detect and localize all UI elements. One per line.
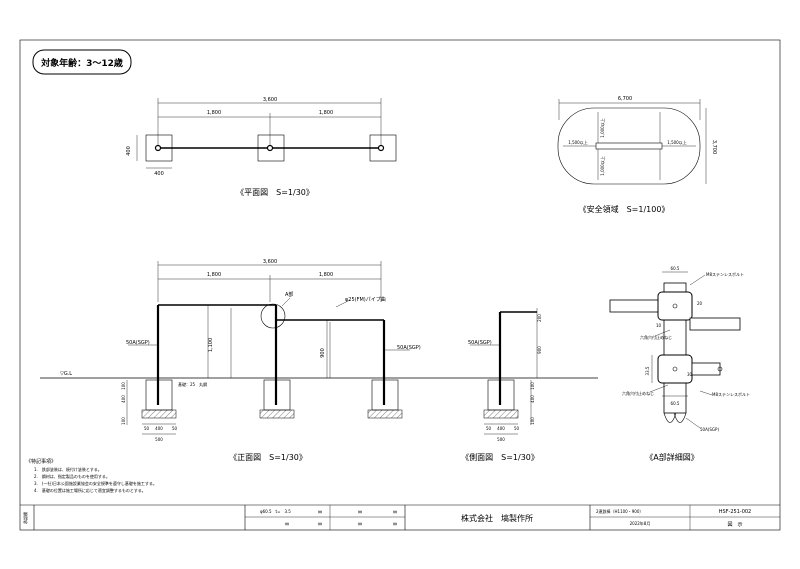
side-dim-500: 500: [497, 437, 505, 442]
side-caption: 《側面図 S=1/30》: [461, 452, 539, 462]
notes-item: 3. (一社)日本公園施設業協会の安全規準を遵守し基礎を施工する。: [34, 480, 157, 486]
side-view: 200 900 50A(SGP) 100 400 100 50 400 50 5…: [461, 308, 542, 462]
plan-dim-base-w: 400: [154, 171, 164, 177]
titleblock-mid2: ㎜: [358, 521, 362, 526]
side-dim-50b: 50: [514, 426, 520, 431]
plan-dim-right: 1,800: [319, 110, 333, 116]
age-badge-text: 対象年齢：3〜12歳: [40, 57, 123, 69]
notes: 《特記事項》 1. 鉄部塗装は、焼付け塗装とする。 2. 鋼材は、指定製品のもの…: [26, 458, 157, 493]
sheet-border: [19, 39, 781, 531]
safety-dim-height: 3,700: [711, 140, 717, 154]
titleblock-sheet: 図 示: [727, 522, 742, 528]
front-dim-50b: 50: [172, 426, 178, 431]
front-post-left-label: 50A(SGP): [126, 340, 150, 346]
front-gl-label: ▽G.L: [60, 371, 72, 377]
titleblock-product: 2連鉄棒（H1100・900）: [596, 508, 643, 514]
side-dim-400: 400: [530, 395, 535, 403]
detail-dim-60_5: 60.5: [671, 401, 680, 406]
notes-item: 1. 鉄部塗装は、焼付け塗装とする。: [34, 466, 102, 472]
front-dim-total: 3,600: [263, 259, 277, 265]
front-caption: 《正面図 S=1/30》: [229, 453, 307, 462]
notes-item: 4. 基礎の位置は施工場所に応じて適宜調整するものとする。: [34, 487, 146, 493]
front-dim-left: 1,800: [207, 272, 221, 278]
front-detail-mark: A部: [285, 291, 293, 298]
safety-clear-left: 1,500以上: [568, 139, 587, 145]
detail-dim-top: 60.5: [671, 266, 680, 271]
safety-caption: 《安全領域 S=1/100》: [579, 204, 670, 214]
front-dim-400: 400: [121, 395, 126, 403]
detail-bolt1-label: M8ステンレスボルト: [706, 271, 744, 277]
front-dim-100b: 100: [121, 417, 126, 425]
front-dim-right: 1,800: [319, 272, 333, 278]
side-dim-100: 100: [530, 382, 535, 390]
front-dim-500: 500: [155, 437, 163, 442]
safety-clear-top: 1,000以上: [599, 118, 605, 137]
titleblock-spec4: ㎜: [393, 509, 397, 514]
titleblock-spec2: ㎜: [285, 521, 289, 526]
titleblock-code: HSF-251-002: [719, 509, 752, 515]
safety-area: 6,700 3,700 1,500以上 1,500以上 1,000以上 1,00…: [557, 96, 717, 214]
plan-dim-total: 3,600: [263, 97, 277, 103]
detail-dim-10: 10: [656, 323, 662, 328]
titleblock-spec3: ㎜: [318, 521, 322, 526]
notes-title: 《特記事項》: [26, 458, 56, 465]
titleblock-company: 株式会社 塙製作所: [461, 513, 533, 523]
front-view: 3,600 1,800 1,800 A部 φ25(FM)パイプ曲 1,100 9…: [40, 259, 598, 462]
notes-item: 2. 鋼材は、指定製品のものを使用する。: [34, 473, 110, 479]
detail-hex2-label: 六角穴付止めねじ: [622, 390, 654, 396]
front-dim-100: 100: [121, 382, 126, 390]
front-dim-h-left: 1,100: [208, 338, 214, 352]
side-dim-top: 200: [537, 314, 542, 322]
titleblock-date: 2022年8月: [630, 520, 651, 526]
titleblock-mid1: ㎜: [358, 509, 362, 514]
detail-dim-30: 30: [687, 372, 693, 377]
titleblock-side-label: 承認欄: [22, 512, 28, 524]
age-badge: 対象年齢：3〜12歳: [32, 49, 132, 75]
title-block: 承認欄 φ60.5 t= 3.5 ㎜ ㎜ ㎜ ㎜ ㎜ ㎜ ㎜ 株式会社 塙製作所…: [20, 504, 780, 530]
safety-clear-bottom: 1,000以上: [599, 156, 605, 175]
titleblock-spec1: φ60.5 t= 3.5: [260, 509, 291, 514]
detail-pipe-label: 50A(SGP): [700, 427, 719, 432]
front-dim-400w: 400: [155, 426, 163, 431]
detail-a: 60.5 M8ステンレスボルト M8ステンレスボルト 六角穴付止めねじ 六角穴付…: [609, 266, 750, 462]
detail-dim-20: 20: [697, 301, 703, 306]
front-dim-50a: 50: [144, 426, 150, 431]
titleblock-spec5: ㎜: [393, 521, 397, 526]
titleblock-unit1: ㎜: [318, 509, 322, 514]
plan-dim-base-h: 400: [126, 146, 132, 156]
plan-view: 3,600 1,800 1,800 400 400 《平面図 S=1/30》: [126, 97, 397, 197]
safety-clear-right: 1,500以上: [667, 139, 686, 145]
detail-hex1-label: 六角穴付止めねじ: [640, 334, 672, 340]
detail-bolt2-label: M8ステンレスボルト: [712, 391, 750, 397]
safety-dim-width: 6,700: [618, 96, 632, 102]
side-dim-mid: 900: [537, 346, 542, 354]
plan-caption: 《平面図 S=1/30》: [236, 188, 314, 197]
plan-dim-left: 1,800: [207, 110, 221, 116]
front-post-right-label: 50A(SGP): [397, 345, 421, 351]
side-dim-100b: 100: [530, 417, 535, 425]
detail-dim-33_5: 33.5: [645, 366, 650, 375]
side-post-label: 50A(SGP): [468, 340, 492, 346]
side-dim-400w: 400: [497, 426, 505, 431]
side-dim-50a: 50: [486, 426, 492, 431]
front-pipe-label: φ25(FM)パイプ曲: [345, 296, 386, 303]
front-dim-h-right: 900: [320, 348, 326, 358]
front-base-note: 基礎：25 丸鋼: [178, 381, 207, 387]
detail-caption: 《A部詳細図》: [645, 452, 698, 462]
